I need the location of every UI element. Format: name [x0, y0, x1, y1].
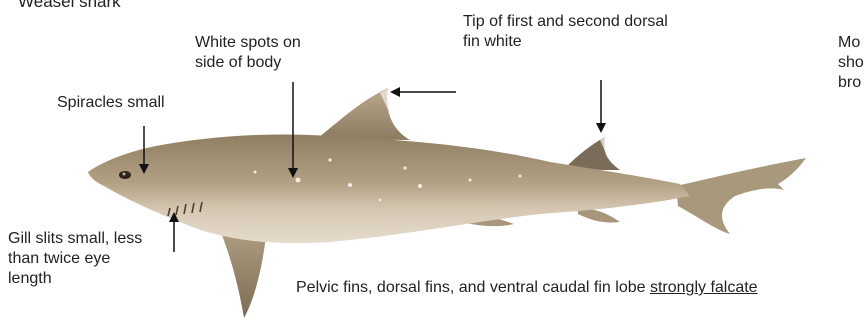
second-dorsal-fin	[565, 137, 620, 170]
caudal-fin	[676, 158, 806, 234]
first-dorsal-fin	[318, 88, 410, 140]
